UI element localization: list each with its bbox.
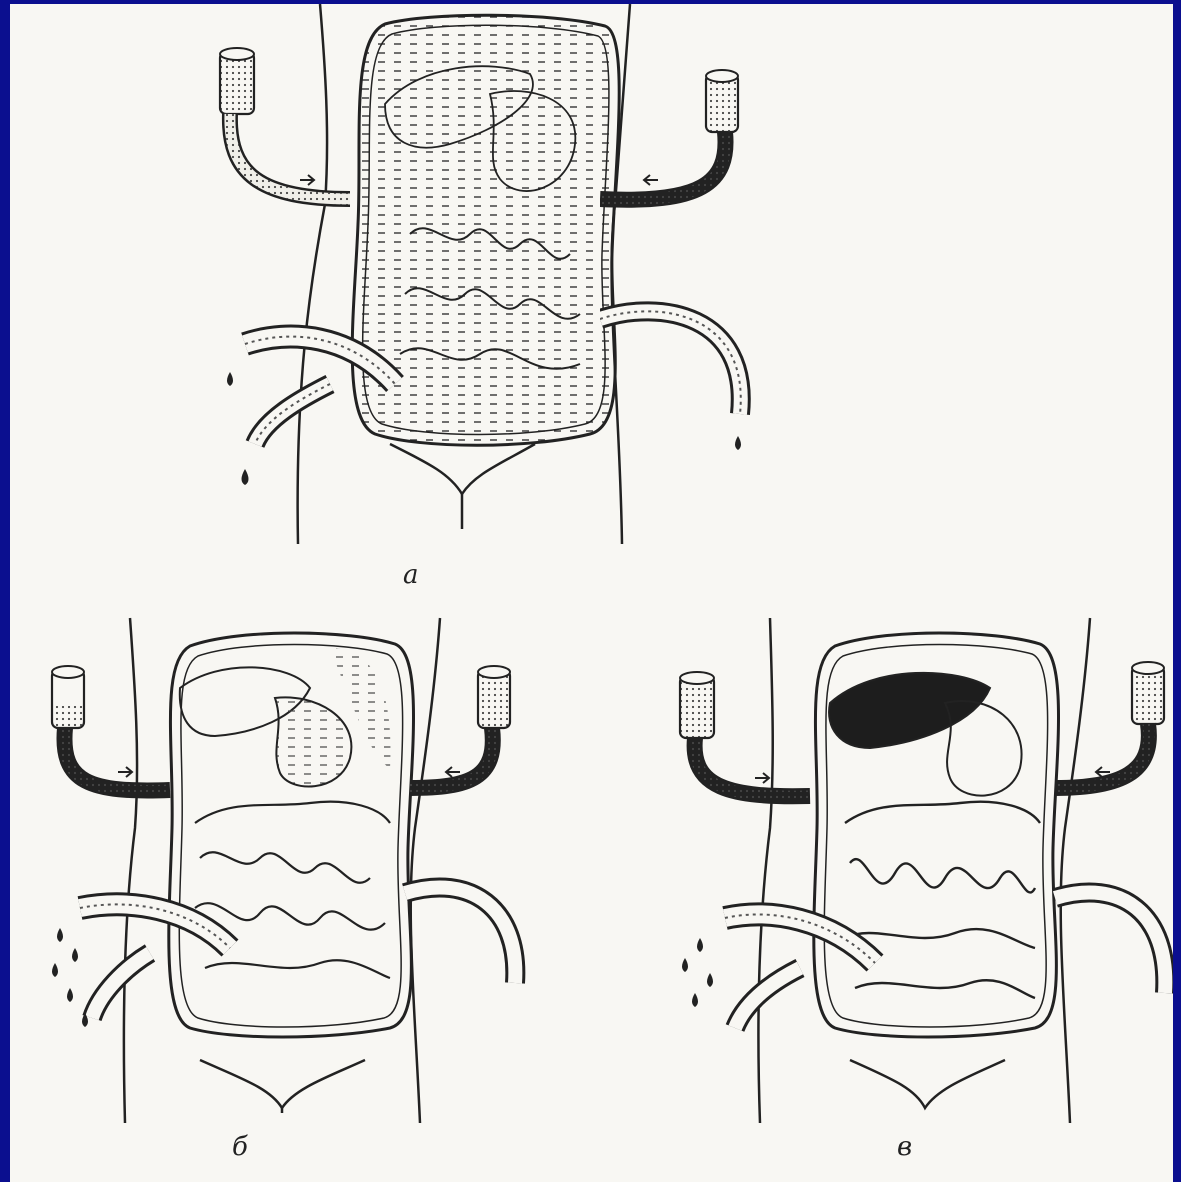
panel-label-c: в — [897, 1132, 912, 1162]
body-outline-right — [1061, 618, 1090, 1123]
fluid-drop-icon — [682, 938, 713, 1007]
panel-c-diagram — [660, 608, 1173, 1128]
body-outline-right — [411, 618, 440, 1123]
drainage-tube-left-icon — [80, 904, 230, 1018]
reservoir-right-icon — [1055, 662, 1164, 788]
panel-b-svg — [30, 608, 550, 1128]
intestines — [845, 802, 1040, 998]
stomach — [275, 697, 351, 786]
pubic-line — [850, 1060, 1005, 1108]
figure-frame: а б в — [10, 4, 1173, 1182]
drainage-tube-right-icon — [1055, 892, 1165, 993]
panel-label-a: а — [403, 560, 419, 590]
body-outline-left — [298, 4, 327, 544]
reservoir-bottle-icon — [600, 70, 738, 200]
reservoir-left-icon — [220, 48, 350, 199]
reservoir-left-icon — [680, 672, 810, 796]
panel-a-right-apparatus — [600, 44, 1160, 464]
pubic-line — [200, 1060, 365, 1108]
drainage-tube-right-icon — [600, 311, 741, 450]
panel-b-diagram — [30, 608, 550, 1128]
drainage-tube-left-icon — [725, 914, 875, 1028]
panel-c-svg — [660, 608, 1173, 1128]
panel-label-b: б — [232, 1132, 248, 1162]
reservoir-left-icon — [52, 666, 170, 790]
fluid-drop-icon — [227, 372, 249, 485]
reservoir-right-icon — [410, 666, 510, 788]
liver — [829, 673, 990, 748]
body-outline-left — [124, 618, 137, 1123]
drainage-tube-right-icon — [405, 887, 515, 983]
pubic-line — [390, 444, 535, 494]
fluid-drop-icon — [52, 928, 88, 1027]
body-outline-left — [758, 618, 772, 1123]
